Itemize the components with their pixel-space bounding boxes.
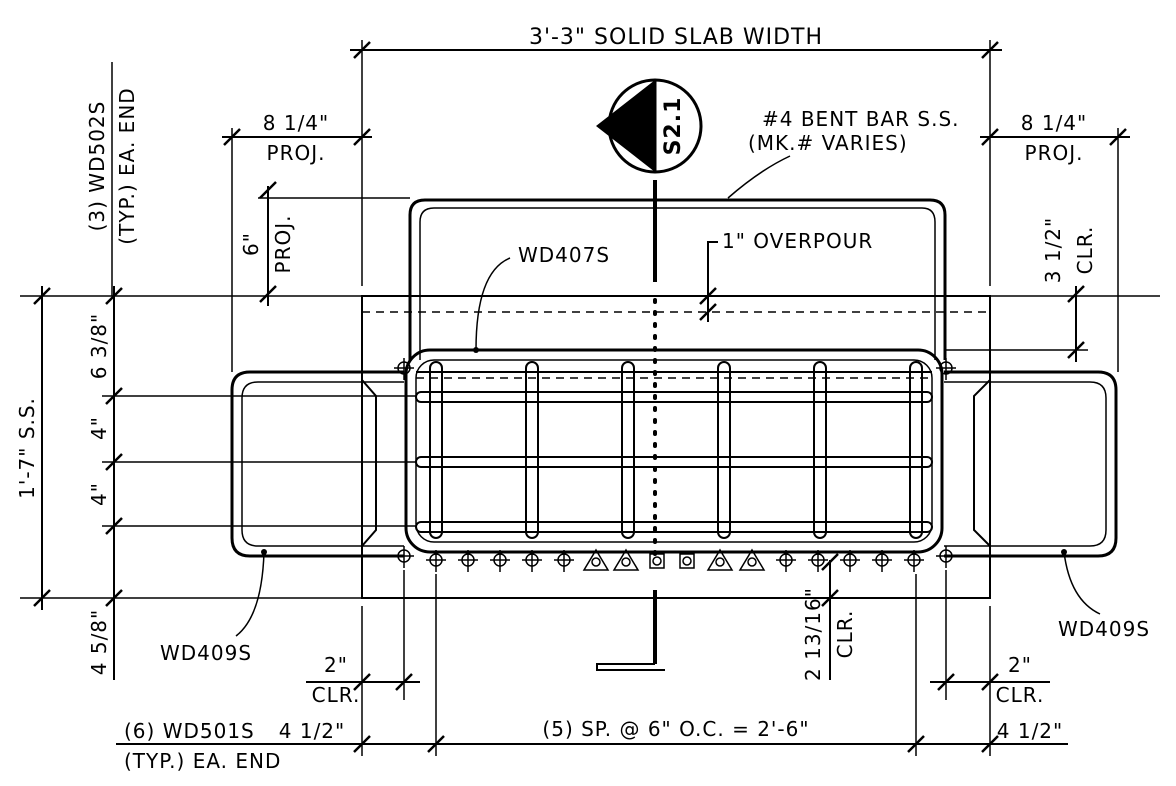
- label-clr-top-dim: 3 1/2": [1041, 217, 1065, 283]
- label-six-inch-proj: PROJ.: [271, 215, 295, 274]
- dim-proj-right: 8 1/4" PROJ.: [980, 111, 1130, 372]
- square-marker-icon: [679, 553, 695, 569]
- dim-overpour: 1" OVERPOUR: [699, 229, 873, 322]
- label-dim-4a: 4": [87, 416, 111, 440]
- dim-clr-top-right: 3 1/2" CLR.: [944, 217, 1160, 362]
- label-dim-4b: 4": [87, 482, 111, 506]
- label-ss-height: 1'-7" S.S.: [15, 397, 39, 499]
- slab-outline: [361, 295, 991, 599]
- rebar-dot-icon: [394, 358, 414, 380]
- rebar-dot-icon: [904, 550, 924, 572]
- rebar-dot-icon: [458, 550, 478, 572]
- label-wd502s-2: (TYP.) EA. END: [115, 87, 139, 244]
- label-half-left: 4 1/2": [279, 719, 345, 743]
- triangle-marker-icon: [612, 548, 640, 571]
- label-dim-6-3-8: 6 3/8": [87, 313, 111, 379]
- label-clr-left-dim: 2": [324, 653, 348, 677]
- label-clr-top-word: CLR.: [1073, 226, 1097, 275]
- label-clr-left-word: CLR.: [312, 683, 361, 707]
- callout-wd502s: (3) WD502S (TYP.) EA. END: [85, 62, 139, 296]
- callout-wd409s-right: WD409S: [1058, 549, 1150, 641]
- section-sheet: S2.1: [661, 97, 686, 156]
- dim-clr-bottom: 2 13/16" CLR.: [801, 553, 857, 681]
- rebar-dot-icon: [426, 550, 446, 572]
- side-loop-right: [944, 370, 1118, 558]
- stirrup-cage: [404, 348, 944, 554]
- label-bent-bar-2: (MK.# VARIES): [748, 131, 908, 155]
- label-dim-4-5-8: 4 5/8": [87, 609, 111, 675]
- rebar-dot-icon: [808, 550, 828, 572]
- section-cut-marker-icon[interactable]: D S2.1: [596, 78, 703, 174]
- label-overpour: 1" OVERPOUR: [722, 229, 873, 253]
- label-clr-bot-word: CLR.: [833, 610, 857, 659]
- label-wd409s-right: WD409S: [1058, 617, 1150, 641]
- label-proj-left-dim: 8 1/4": [263, 111, 329, 135]
- triangle-marker-icon: [738, 548, 766, 571]
- rebar-dot-icon: [522, 550, 542, 572]
- label-proj-right-word: PROJ.: [1025, 141, 1084, 165]
- rebar-dot-icon: [936, 358, 956, 380]
- dim-six-inch-proj: 6" PROJ.: [239, 181, 410, 306]
- rebar-dot-icon: [872, 550, 892, 572]
- label-proj-left-word: PROJ.: [267, 141, 326, 165]
- center-line: [596, 180, 665, 671]
- rebar-dot-icon: [490, 550, 510, 572]
- label-six-inch: 6": [239, 232, 263, 256]
- rebar-dot-icon: [394, 546, 414, 568]
- label-clr-right-dim: 2": [1008, 653, 1032, 677]
- square-marker-icon: [649, 553, 665, 569]
- label-wd501s-1: (6) WD501S: [124, 719, 255, 743]
- label-solid-slab-width: 3'-3" SOLID SLAB WIDTH: [529, 25, 823, 50]
- rebar-dot-icon: [554, 550, 574, 572]
- label-clr-bot-dim: 2 13/16": [801, 587, 825, 681]
- dim-bottom-spacing: (6) WD501S (TYP.) EA. END 4 1/2" (5) SP.…: [116, 574, 1068, 773]
- callout-bent-bar: #4 BENT BAR S.S. (MK.# VARIES): [727, 107, 960, 199]
- bottom-rebar-row: [394, 358, 956, 572]
- dim-clr-left: 2" CLR.: [306, 570, 420, 707]
- label-proj-right-dim: 8 1/4": [1021, 111, 1087, 135]
- triangle-marker-icon: [582, 548, 610, 571]
- dim-solid-slab-width: 3'-3" SOLID SLAB WIDTH: [350, 25, 1002, 286]
- label-spacing: (5) SP. @ 6" O.C. = 2'-6": [542, 717, 809, 741]
- callout-wd407s: WD407S: [473, 243, 610, 353]
- dim-left-chain: 1'-7" S.S. 6 3/8" 4" 4" 4 5/8": [15, 286, 416, 680]
- label-clr-right-word: CLR.: [996, 683, 1045, 707]
- label-wd407s: WD407S: [518, 243, 610, 267]
- rebar-dot-icon: [936, 546, 956, 568]
- side-loop-left: [230, 370, 404, 558]
- label-wd409s-left: WD409S: [160, 641, 252, 665]
- label-half-right: 4 1/2": [997, 719, 1063, 743]
- dim-proj-left: 8 1/4" PROJ.: [222, 111, 372, 372]
- label-wd502s-1: (3) WD502S: [85, 101, 109, 232]
- label-bent-bar-1: #4 BENT BAR S.S.: [762, 107, 960, 131]
- rebar-dot-icon: [840, 550, 860, 572]
- dim-clr-right: 2" CLR.: [930, 570, 1050, 707]
- callout-wd409s-left: WD409S: [160, 549, 267, 665]
- section-letter: D: [611, 116, 636, 135]
- label-wd501s-2: (TYP.) EA. END: [124, 749, 281, 773]
- bent-bar: [408, 198, 947, 360]
- rebar-dot-icon: [776, 550, 796, 572]
- triangle-marker-icon: [706, 548, 734, 571]
